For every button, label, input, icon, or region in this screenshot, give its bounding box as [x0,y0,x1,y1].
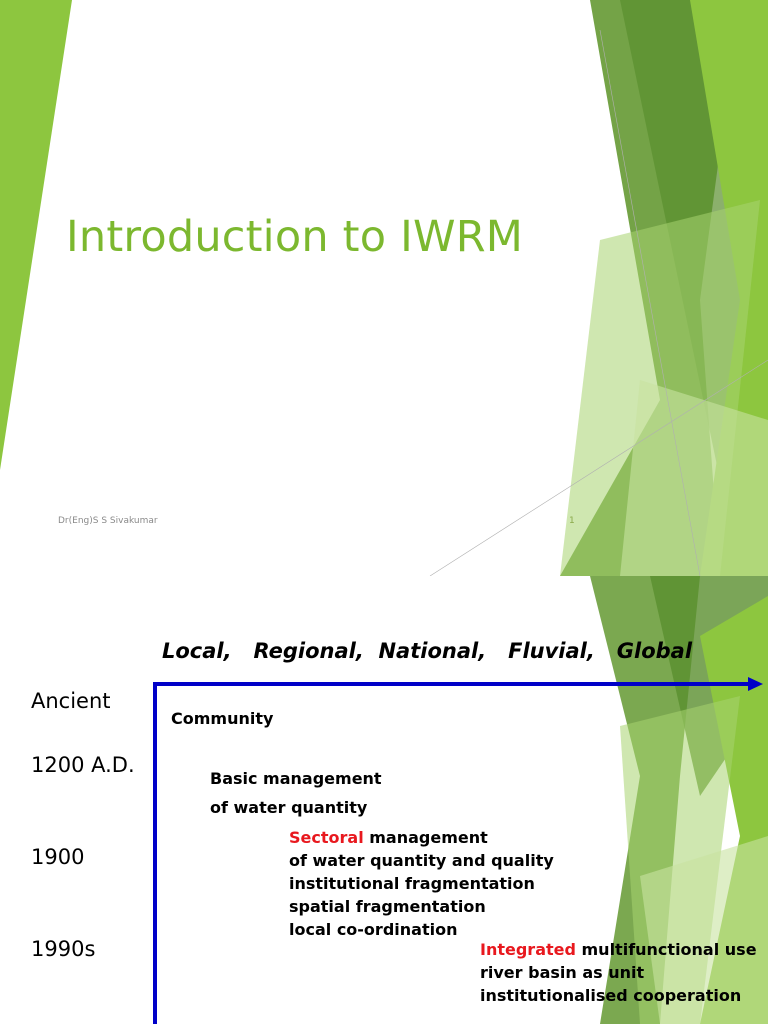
title-slide: Introduction to IWRM Dr(Eng)S S Sivakuma… [0,0,768,576]
timeline-slide: Local, Regional, National, Fluvial, Glob… [0,576,768,1024]
community-text: Community [171,709,274,728]
axis-arrowhead [748,677,763,691]
green-decoration [590,576,768,1024]
footer-author: Dr(Eng)S S Sivakumar [58,516,158,526]
era-label: 1200 A.D. [31,753,135,777]
green-decoration [0,0,768,576]
basic-management-text: Basic management of water quantity [210,769,382,817]
era-label: 1900 [31,845,85,869]
sectoral-keyword: Sectoral [289,828,364,847]
time-axis-vertical [153,682,157,1024]
era-label: 1990s [31,937,96,961]
scale-labels: Local, Regional, National, Fluvial, Glob… [162,639,693,663]
era-label: Ancient [31,689,111,713]
page-number: 1 [569,516,575,526]
slide-title: Introduction to IWRM [66,212,524,262]
sectoral-management-text: Sectoral management of water quantity an… [289,828,554,939]
scale-axis-horizontal [153,682,751,686]
integrated-management-text: Integrated multifunctional use river bas… [480,940,757,1005]
integrated-keyword: Integrated [480,940,576,959]
